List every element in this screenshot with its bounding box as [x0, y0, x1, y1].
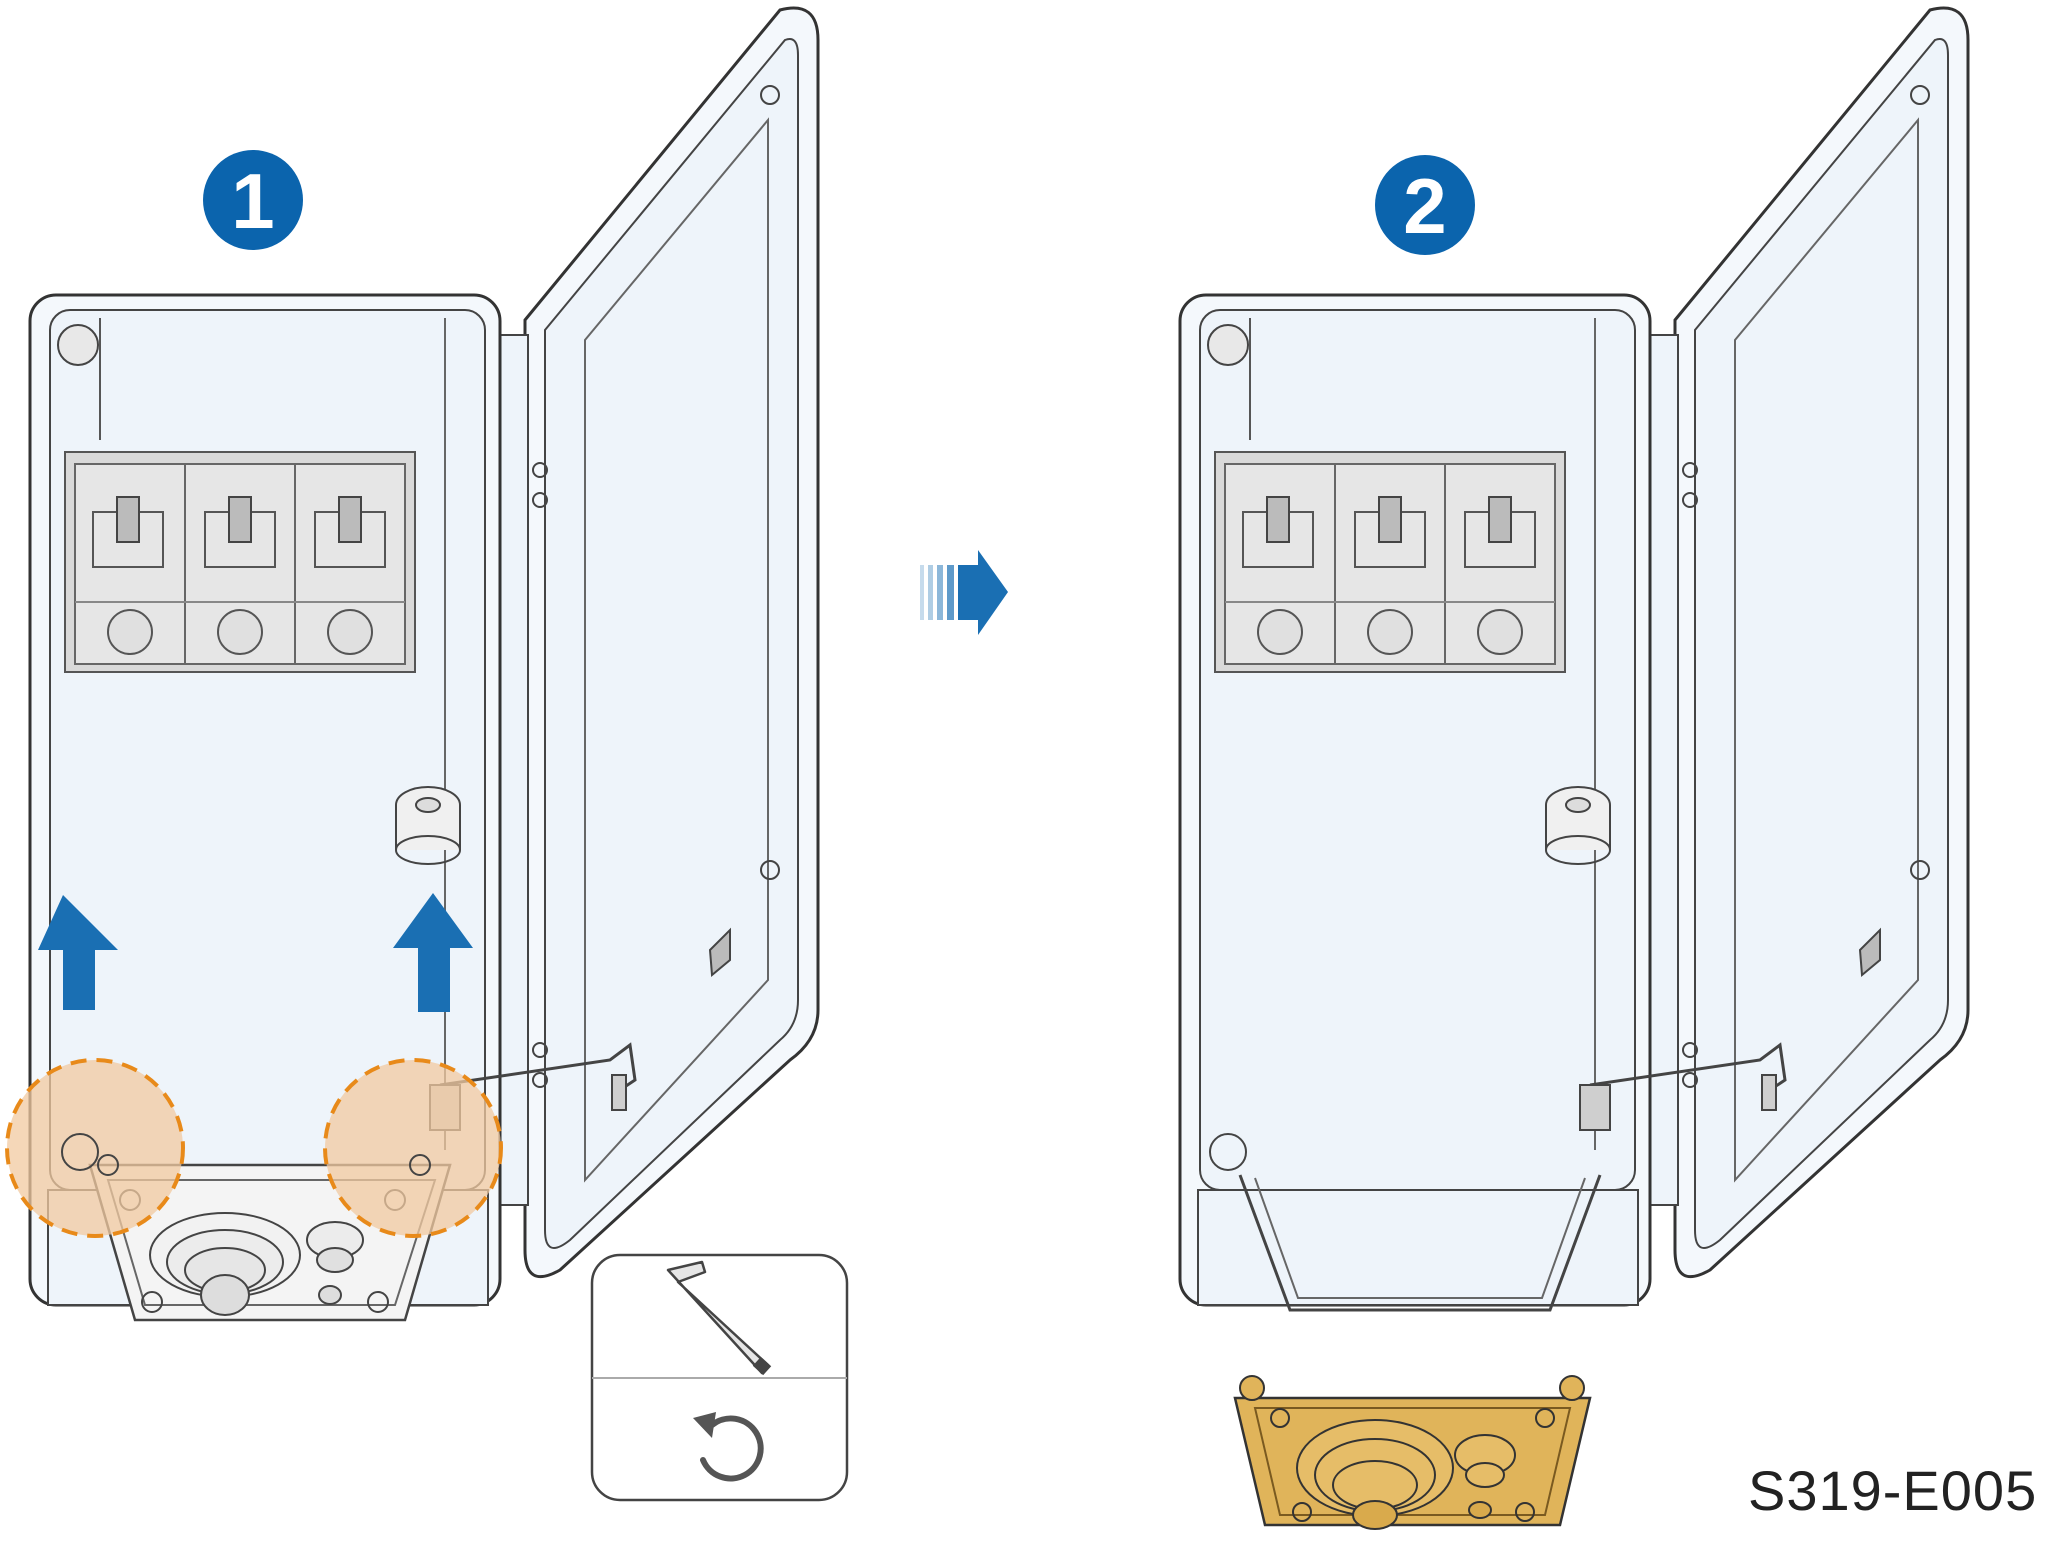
step-1-illustration: 1 — [5, 6, 820, 1322]
tool-inset — [590, 1253, 849, 1502]
fuse-block-step-2 — [1214, 451, 1566, 673]
rotate-counterclockwise-icon — [693, 1412, 764, 1482]
hex-key-icon — [666, 1260, 772, 1376]
step-2-number: 2 — [1403, 162, 1446, 250]
fuse-block — [64, 451, 416, 673]
step-1-number: 1 — [231, 157, 274, 245]
up-arrow-right — [393, 893, 473, 1012]
step-2-badge — [1375, 155, 1475, 255]
next-step-arrow — [920, 550, 1008, 635]
bottom-gland-plate-removed — [1233, 1375, 1592, 1530]
figure-code: S319-E005 — [1748, 1459, 2038, 1522]
highlight-right-screw — [323, 1058, 503, 1238]
step-2-illustration: 2 — [1178, 6, 1970, 1530]
up-arrow-left — [38, 895, 118, 1010]
highlight-left-screw — [5, 1058, 185, 1238]
step-1-badge — [203, 150, 303, 250]
